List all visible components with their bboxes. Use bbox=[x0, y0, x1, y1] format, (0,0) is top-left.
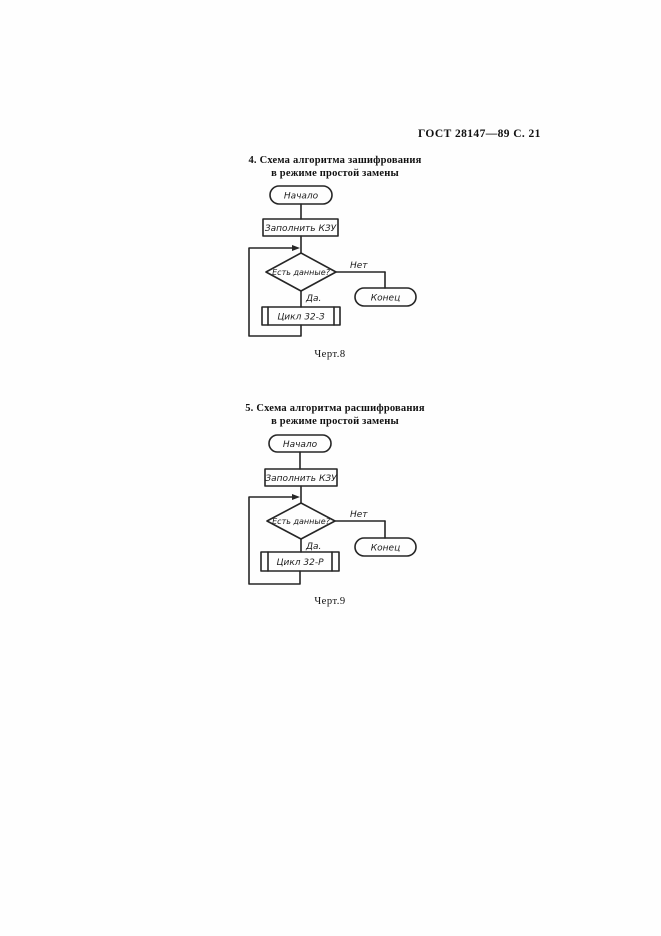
cycle-node-label: Цикл 32-З bbox=[277, 313, 325, 323]
start-node-label: Начало bbox=[283, 440, 318, 450]
fill-node-label: Заполнить КЗУ bbox=[265, 224, 337, 234]
edge-label-yes: Да. bbox=[305, 294, 321, 304]
loop-connector bbox=[248, 247, 302, 337]
loop-connector bbox=[248, 496, 301, 585]
figure9-title-line1: 5. Схема алгоритма расшифрования bbox=[245, 403, 425, 414]
loop-arrowhead-icon bbox=[292, 494, 300, 500]
loop-arrowhead-icon bbox=[292, 245, 300, 251]
figure8-flowchart: Начало Заполнить КЗУ Есть данные? Нет Да… bbox=[248, 185, 417, 337]
figure8-title-line2: в режиме простой замены bbox=[271, 168, 399, 179]
edge-label-yes: Да. bbox=[305, 542, 321, 552]
fill-node-shape bbox=[262, 218, 339, 237]
end-node-label: Конец bbox=[371, 544, 400, 554]
figure8-title-line1: 4. Схема алгоритма зашифрования bbox=[248, 155, 422, 166]
start-node-shape bbox=[269, 185, 333, 205]
end-node-label: Конец bbox=[371, 294, 400, 304]
edge-label-no: Нет bbox=[350, 261, 368, 271]
figure9-title: 5. Схема алгоритма расшифрования в режим… bbox=[229, 402, 441, 428]
decision-node-shape bbox=[266, 502, 336, 540]
edge-label-no: Нет bbox=[350, 510, 368, 520]
page-header: ГОСТ 28147—89 С. 21 bbox=[418, 128, 541, 140]
figure9-caption: Черт.9 bbox=[314, 596, 346, 607]
end-node-shape bbox=[354, 537, 417, 557]
cycle-node-label: Цикл 32-Р bbox=[276, 558, 324, 568]
cycle-node-shape bbox=[260, 551, 340, 572]
fill-node-shape bbox=[264, 468, 338, 487]
decision-node-label: Есть данные? bbox=[272, 268, 331, 277]
figure9-title-line2: в режиме простой замены bbox=[271, 416, 399, 427]
figure8-caption: Черт.8 bbox=[314, 349, 346, 360]
cycle-node-shape bbox=[261, 306, 341, 326]
figure9-flowchart: Начало Заполнить КЗУ Есть данные? Нет Да… bbox=[248, 434, 417, 585]
start-node-shape bbox=[268, 434, 332, 453]
decision-node-label: Есть данные? bbox=[272, 517, 331, 526]
decision-node-shape bbox=[265, 252, 337, 292]
start-node-label: Начало bbox=[284, 192, 319, 202]
end-node-shape bbox=[354, 287, 417, 307]
fill-node-label: Заполнить КЗУ bbox=[265, 474, 337, 484]
figure8-title: 4. Схема алгоритма зашифрования в режиме… bbox=[229, 154, 441, 180]
